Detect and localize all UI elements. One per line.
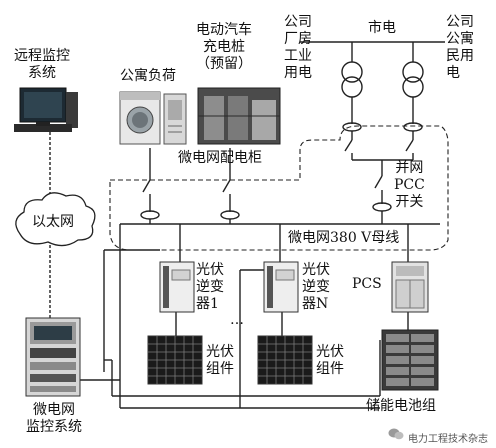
apartment-power-label: 公司公寓民用电 [446, 14, 474, 81]
pcs-cabinet-icon [391, 261, 429, 313]
pv-inverter-n-icon [263, 261, 299, 313]
watermark-label: 电力工程技术杂志 [408, 434, 488, 445]
pv-inverter-n-label: 光伏逆变器N [302, 262, 330, 312]
pv-module-2-label: 光伏组件 [316, 344, 344, 377]
remote-monitor-label: 远程监控系统 [14, 48, 70, 81]
pv-module-1-label: 光伏组件 [206, 344, 234, 377]
ethernet-cloud [15, 192, 96, 247]
washing-machine-icon [119, 91, 161, 145]
computer-icon [14, 87, 78, 132]
distribution-cabinet-outline [109, 125, 449, 251]
ev-charger-label: 电动汽车充电桩（预留） [196, 22, 252, 72]
pv-inverter-1-label: 光伏逆变器1 [196, 262, 224, 312]
transformer-right-coil-2 [402, 76, 424, 98]
transformer-left-coil-1 [341, 61, 363, 83]
pv-module-1-icon [147, 335, 203, 385]
bus-label: 微电网380 V母线 [288, 230, 400, 246]
apartment-load-label: 公寓负荷 [120, 68, 176, 84]
ethernet-label: 以太网 [32, 214, 74, 230]
monitoring-cabinet-icon [25, 317, 81, 397]
air-conditioner-icon [163, 93, 187, 145]
factory-power-label: 公司厂房工业用电 [284, 14, 312, 81]
transformer-left-coil-2 [341, 76, 363, 98]
storage-label: 储能电池组 [366, 398, 436, 414]
ellipsis-label: … [230, 312, 244, 328]
pv-module-2-icon [257, 335, 313, 385]
microgrid-monitor-label: 微电网监控系统 [26, 402, 82, 435]
city-power-label: 市电 [368, 20, 396, 36]
distribution-cabinet-label: 微电网配电柜 [178, 150, 262, 166]
pv-inverter-1-icon [159, 261, 195, 313]
pcs-label: PCS [352, 276, 382, 292]
transformer-right-coil-1 [402, 61, 424, 83]
wechat-icon [388, 428, 404, 440]
battery-rack-icon [381, 329, 439, 391]
ev-charger-icon [197, 87, 281, 145]
